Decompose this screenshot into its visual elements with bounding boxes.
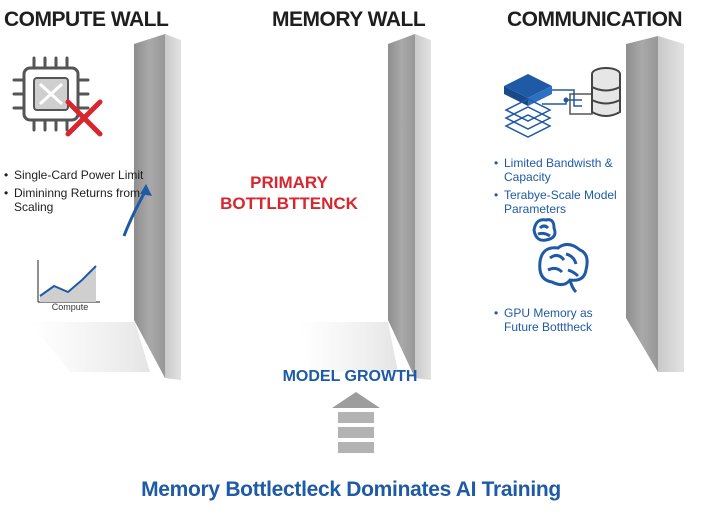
gpu-memory-bullets: GPU Memory as Future Botttheck (494, 306, 624, 338)
compute-mini-chart-icon (37, 260, 100, 303)
compute-wall (134, 34, 181, 380)
communication-bullet: Limited Bandwisth & Capacity (494, 156, 629, 184)
compute-chart-label: Compute (51, 302, 89, 312)
memory-wall-heading: MEMORY WALL (272, 8, 426, 31)
stacked-up-arrow-icon (332, 392, 380, 453)
compute-bullets: Single-Card Power Limit Dimininng Return… (4, 168, 144, 218)
cpu-chip-crossed-icon (12, 56, 103, 137)
bottom-title: Memory Bottlectleck Dominates AI Trainin… (141, 478, 561, 501)
primary-bottleneck-label: PRIMARY BOTTLBTTENCK (220, 173, 358, 213)
communication-bullets: Limited Bandwisth & Capacity Terabye-Sca… (494, 156, 629, 220)
model-growth-label: MODEL GROWTH (282, 368, 418, 385)
rising-arrow-icon (122, 184, 152, 237)
communication-wall (626, 36, 684, 372)
communication-bullet: Terabye-Scale Model Parameters (494, 188, 629, 216)
compute-bullet: Dimininng Returns from Scaling (4, 186, 144, 214)
chip-stack-database-icon (504, 67, 621, 138)
gpu-memory-bullet: GPU Memory as Future Botttheck (494, 306, 624, 334)
communication-heading: COMMUNICATION (507, 8, 683, 31)
memory-wall (388, 34, 431, 380)
compute-bullet: Single-Card Power Limit (4, 168, 144, 182)
compute-wall-heading: COMPUTE WALL (4, 8, 169, 31)
brain-icon (532, 218, 589, 294)
